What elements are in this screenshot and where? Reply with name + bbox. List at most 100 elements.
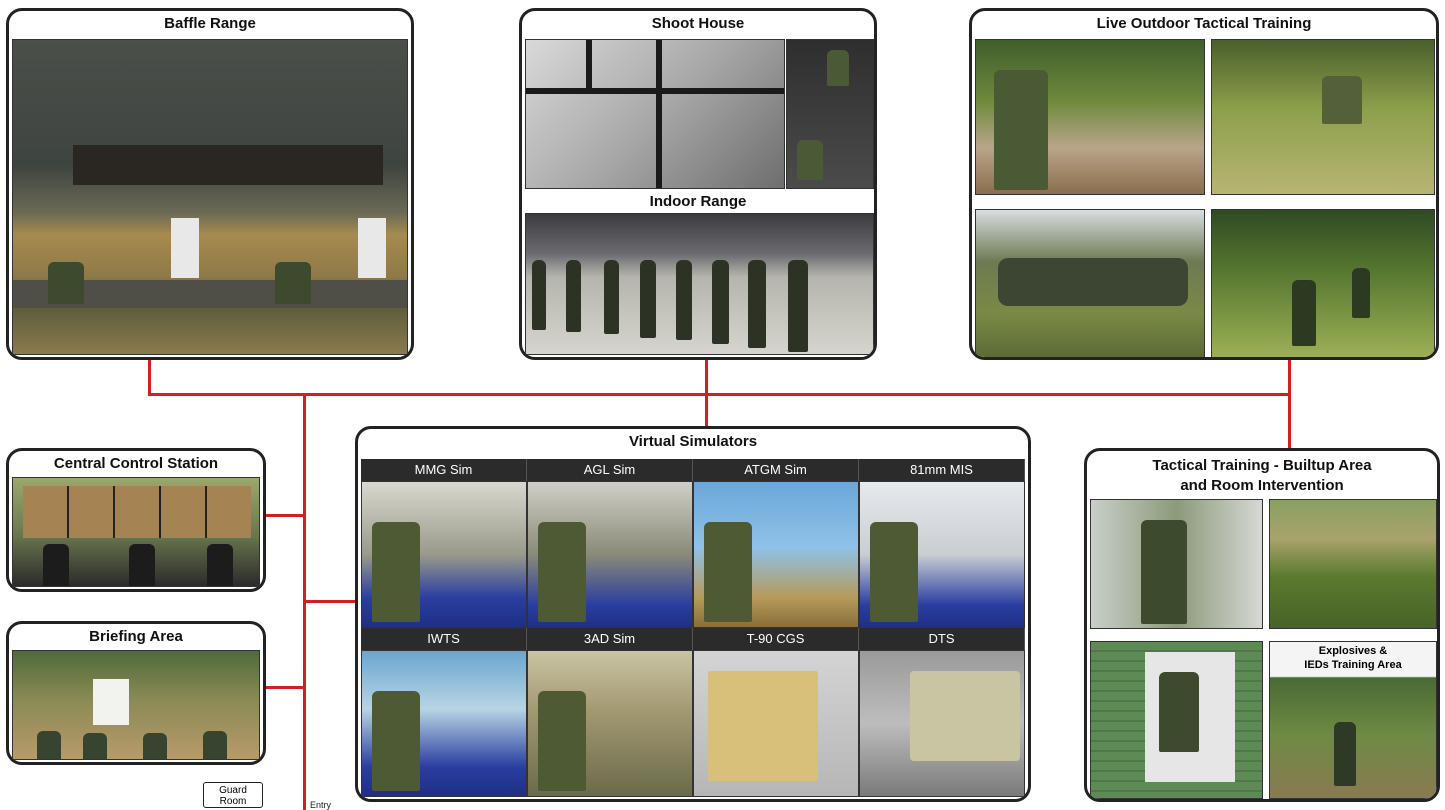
soldier-figure — [1292, 280, 1316, 346]
simulator-cabin-figure — [708, 671, 818, 781]
outdoor-training-title: Live Outdoor Tactical Training — [1096, 15, 1312, 32]
soldier-figure — [1334, 722, 1356, 786]
soldier-figure — [83, 733, 107, 759]
video-wall — [23, 486, 251, 538]
trainee-figure — [372, 691, 420, 791]
simulator-label: IWTS — [361, 628, 527, 650]
soldier-figure — [37, 731, 61, 759]
guard-room-label-line2: Room — [219, 796, 247, 807]
tank-figure — [998, 258, 1188, 306]
outdoor-image-patrol — [1211, 209, 1435, 357]
trainee-figure — [870, 522, 918, 622]
simulator-label: T-90 CGS — [693, 628, 859, 650]
outdoor-image-tank — [975, 209, 1205, 357]
simulator-label: DTS — [859, 628, 1025, 650]
builtup-image-window — [1090, 499, 1263, 629]
simulator-image — [527, 650, 693, 797]
soldier-figure — [1322, 76, 1362, 124]
simulator-image — [693, 481, 859, 628]
builtup-area-title-line1: Tactical Training - Builtup Area — [1152, 457, 1372, 474]
briefing-board — [93, 679, 129, 725]
connector-indoor — [705, 358, 708, 426]
operator-figure — [207, 544, 233, 586]
trainee-figure — [538, 522, 586, 622]
baffle-range-title: Baffle Range — [164, 15, 256, 32]
shooter-figure — [748, 260, 766, 348]
connector-baffle — [148, 358, 151, 395]
connector-briefing — [264, 686, 305, 689]
wall — [586, 40, 592, 88]
virtual-simulators-title: Virtual Simulators — [628, 433, 758, 450]
simulator-image — [527, 481, 693, 628]
trainee-figure — [704, 522, 752, 622]
connector-control — [264, 514, 305, 517]
simulator-label: MMG Sim — [361, 459, 527, 481]
wall — [526, 88, 784, 94]
shooter-figure — [712, 260, 729, 344]
shoot-house-cctv-image — [786, 39, 874, 189]
shooter-figure — [566, 260, 581, 332]
baffle-range-panel: Baffle Range — [6, 8, 414, 360]
outdoor-image-soldier-rock — [975, 39, 1205, 195]
soldier-figure — [143, 733, 167, 759]
shoot-house-title: Shoot House — [651, 15, 745, 32]
explosives-label-line1: Explosives & — [1318, 645, 1388, 657]
baffle-wall — [73, 145, 383, 185]
soldier-figure — [797, 140, 823, 180]
builtup-image-house — [1090, 641, 1263, 799]
guard-room-label-line1: Guard — [219, 785, 247, 796]
connector-horizontal — [148, 393, 1291, 396]
connector-builtup — [1288, 393, 1291, 450]
target-stand-left — [171, 218, 199, 278]
explosives-label-line2: IEDs Training Area — [1304, 659, 1402, 671]
shooter-figure — [676, 260, 692, 340]
shooter-figure — [604, 260, 619, 334]
shoot-house-image — [525, 39, 785, 189]
operator-figure — [43, 544, 69, 586]
simulator-label: 3AD Sim — [527, 628, 693, 650]
shoot-house-indoor-panel: Shoot House Indoor Range — [519, 8, 877, 360]
outdoor-image-grass — [1211, 39, 1435, 195]
guard-room-box: Guard Room — [203, 782, 263, 808]
shooter-figure — [48, 262, 84, 304]
simulator-label: 81mm MIS — [859, 459, 1025, 481]
shooter-figure — [532, 260, 546, 330]
builtup-image-field — [1269, 499, 1437, 629]
simulator-image — [859, 481, 1025, 628]
trainee-figure — [910, 671, 1020, 761]
builtup-area-panel: Tactical Training - Builtup Area and Roo… — [1084, 448, 1440, 802]
connector-virtual — [303, 600, 358, 603]
shooter-figure — [275, 262, 311, 304]
indoor-range-image — [525, 213, 874, 355]
target-stand-right — [358, 218, 386, 278]
explosives-image: Explosives & IEDs Training Area — [1269, 641, 1437, 799]
soldier-figure — [827, 50, 849, 86]
entry-label: Entry — [310, 800, 332, 810]
central-control-panel: Central Control Station — [6, 448, 266, 592]
soldier-figure — [1352, 268, 1370, 318]
soldier-figure — [1159, 672, 1199, 752]
trainee-figure — [538, 691, 586, 791]
simulator-image — [693, 650, 859, 797]
central-control-image — [12, 477, 260, 587]
simulator-label: ATGM Sim — [693, 459, 859, 481]
indoor-range-title: Indoor Range — [649, 193, 747, 210]
outdoor-training-panel: Live Outdoor Tactical Training — [969, 8, 1439, 360]
wall — [656, 40, 662, 188]
baffle-range-image — [12, 39, 408, 355]
briefing-area-panel: Briefing Area — [6, 621, 266, 765]
soldier-figure — [1141, 520, 1187, 624]
simulator-image — [859, 650, 1025, 797]
soldier-figure — [994, 70, 1048, 190]
central-control-title: Central Control Station — [53, 455, 219, 472]
connector-outdoor — [1288, 358, 1291, 395]
shooter-figure — [788, 260, 808, 352]
shooter-figure — [640, 260, 656, 338]
simulator-image — [361, 481, 527, 628]
soldier-figure — [203, 731, 227, 759]
briefing-area-image — [12, 650, 260, 760]
briefing-area-title: Briefing Area — [89, 628, 183, 645]
builtup-area-title-line2: and Room Intervention — [1180, 477, 1344, 494]
